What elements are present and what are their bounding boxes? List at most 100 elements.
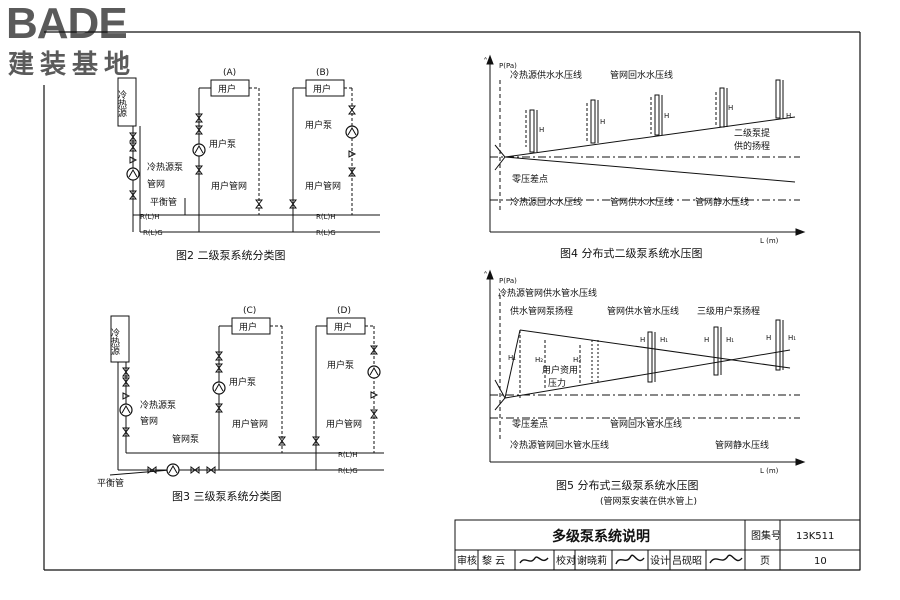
checker-name: 谢晓莉 <box>577 554 607 567</box>
rh-left: R(L)H <box>140 213 160 221</box>
figure-5-labels: ᴬ P(Pa) L (m) 冷热源管网供水管水压线 供水管网泵扬程 管网供水管水… <box>484 270 796 507</box>
rh-3: R(L)H <box>338 451 358 459</box>
user-d-label: 用户 <box>334 321 352 333</box>
fig4-boost-label: 二级泵提 <box>734 127 770 139</box>
atlas-label: 图集号 <box>751 529 781 542</box>
source-label: 冷热源 <box>116 89 127 118</box>
fig5-user-pressure-label-2: 压力 <box>548 377 566 389</box>
figure-3-three-stage-pump <box>109 315 384 476</box>
bade-logo: BADE 建装基地 <box>6 2 176 86</box>
user-b-label: 用户 <box>313 83 331 95</box>
figure-5-caption: 图5 分布式三级泵系统水压图 <box>556 479 699 492</box>
fig4-x-axis-label: L (m) <box>760 237 779 245</box>
user-pump-a-label: 用户泵 <box>209 138 236 150</box>
fig5-net-return-label: 管网回水管水压线 <box>610 418 682 430</box>
user-net-a-label: 用户管网 <box>211 180 247 192</box>
fig4-static-label: 管网静水压线 <box>695 196 749 208</box>
designer-name: 吕砚昭 <box>672 555 702 567</box>
fig5-x-axis-label: L (m) <box>760 467 779 475</box>
fig5-y-axis-label: P(Pa) <box>499 277 517 285</box>
source-pump-label-3: 冷热源泵 <box>140 399 176 411</box>
cold-heat-source-box <box>117 77 137 127</box>
logo-subtitle: 建装基地 <box>8 50 137 80</box>
user-pump-c-label: 用户泵 <box>229 376 256 388</box>
net-pump-label: 管网泵 <box>172 433 199 445</box>
fig5-h3-left: H₃ <box>573 356 581 364</box>
fig4-h2: H <box>600 118 605 126</box>
figure-2-caption: 图2 二级泵系统分类图 <box>176 248 286 262</box>
designer-signature <box>709 554 743 564</box>
fig5-zero-point-label: 零压差点 <box>512 418 548 430</box>
figure-3-labels: 冷热源 冷热源泵 管网 管网泵 平衡管 (C) (D) 用户 用户 用户泵 用户… <box>97 306 362 503</box>
fig5-net-pump-head-label: 供水管网泵扬程 <box>510 305 573 317</box>
source-label-3: 冷热源 <box>109 327 120 356</box>
title-block <box>454 519 861 571</box>
fig4-net-return-label: 管网回水水压线 <box>610 69 673 81</box>
design-label: 设计 <box>650 554 670 567</box>
fig5-h-3: H <box>766 334 771 342</box>
fig5-h-2: H <box>704 336 709 344</box>
tag-b: (B) <box>316 68 329 78</box>
user-c-label: 用户 <box>239 321 257 333</box>
fig4-h1: H <box>539 126 544 134</box>
source-pump-label: 冷热源泵 <box>147 161 183 173</box>
fig5-net-supply-label: 管网供水管水压线 <box>607 305 679 317</box>
title-block-text: 多级泵系统说明 图集号 13K511 审核 黎 云 校对 谢晓莉 设计 吕砚昭 … <box>457 528 834 567</box>
fig5-p-mark: ᴬ <box>484 270 487 278</box>
user-net-c-label: 用户管网 <box>232 418 268 430</box>
fig4-y-axis-label: P(Pa) <box>499 62 517 70</box>
review-label: 审核 <box>457 554 477 567</box>
reviewer-name: 黎 云 <box>482 554 505 567</box>
figure-2-labels: 冷热源 冷热源泵 管网 平衡管 (A) (B) 用户 用户 用户泵 用户泵 用户… <box>116 68 341 262</box>
figure-4-caption: 图4 分布式二级泵系统水压图 <box>560 247 703 260</box>
tag-c: (C) <box>243 306 256 316</box>
user-net-b-label: 用户管网 <box>305 180 341 192</box>
figure-4-labels: ᴬ P(Pa) L (m) 冷热源供水水压线 管网回水水压线 二级泵提 供的扬程… <box>484 56 791 260</box>
fig5-h1-2: H₁ <box>726 336 734 344</box>
figure-5-subcaption: (管网泵安装在供水管上) <box>600 495 697 507</box>
pipe-net-label: 管网 <box>147 178 165 190</box>
atlas-number: 13K511 <box>796 531 834 542</box>
user-a-label: 用户 <box>218 83 236 95</box>
cold-heat-source-box-3 <box>110 315 130 363</box>
sheet-title: 多级泵系统说明 <box>552 528 650 545</box>
fig5-user-head-label: 三级用户泵扬程 <box>697 305 760 317</box>
fig5-user-pressure-label: 用户资用 <box>542 364 578 376</box>
checker-signature <box>615 554 645 565</box>
fig4-supply-line-label: 冷热源供水水压线 <box>510 69 582 81</box>
rg-left: R(L)G <box>143 229 163 237</box>
user-net-d-label: 用户管网 <box>326 418 362 430</box>
fig4-source-return-label: 冷热源回水水压线 <box>510 196 582 208</box>
reviewer-signature <box>519 556 549 564</box>
check-label: 校对 <box>556 554 576 567</box>
logo-word: BADE <box>6 0 128 48</box>
rh-right: R(L)H <box>316 213 336 221</box>
fig4-h4: H <box>728 104 733 112</box>
rg-3: R(L)G <box>338 467 358 475</box>
fig5-source-return-label: 冷热源管网回水管水压线 <box>510 439 609 451</box>
fig4-h3: H <box>664 112 669 120</box>
user-pump-d-label: 用户泵 <box>327 359 354 371</box>
figure-4-two-stage-pressure <box>486 54 806 236</box>
fig5-h-1: H <box>640 336 645 344</box>
figure-5-three-stage-pressure <box>486 269 806 466</box>
balance-pipe-label: 平衡管 <box>150 196 177 208</box>
fig5-h1-1: H₁ <box>660 336 668 344</box>
tag-d: (D) <box>337 306 351 316</box>
fig4-zero-point-label: 零压差点 <box>512 173 548 185</box>
fig4-p-mark: ᴬ <box>484 56 487 64</box>
pipe-net-label-3: 管网 <box>140 415 158 427</box>
user-pump-b-label: 用户泵 <box>305 119 332 131</box>
fig4-net-supply-label: 管网供水水压线 <box>610 196 673 208</box>
fig5-static-label: 管网静水压线 <box>715 439 769 451</box>
figure-2-two-stage-pump <box>117 77 380 233</box>
fig5-source-supply-label: 冷热源管网供水管水压线 <box>498 287 597 299</box>
fig5-h2-left: H₂ <box>535 356 543 364</box>
fig5-h1-left: H₁ <box>508 354 516 362</box>
rg-right: R(L)G <box>316 229 336 237</box>
figure-3-caption: 图3 三级泵系统分类图 <box>172 489 282 503</box>
page-number: 10 <box>814 556 827 567</box>
fig4-boost-label-2: 供的扬程 <box>734 140 770 152</box>
page-label: 页 <box>760 555 770 567</box>
